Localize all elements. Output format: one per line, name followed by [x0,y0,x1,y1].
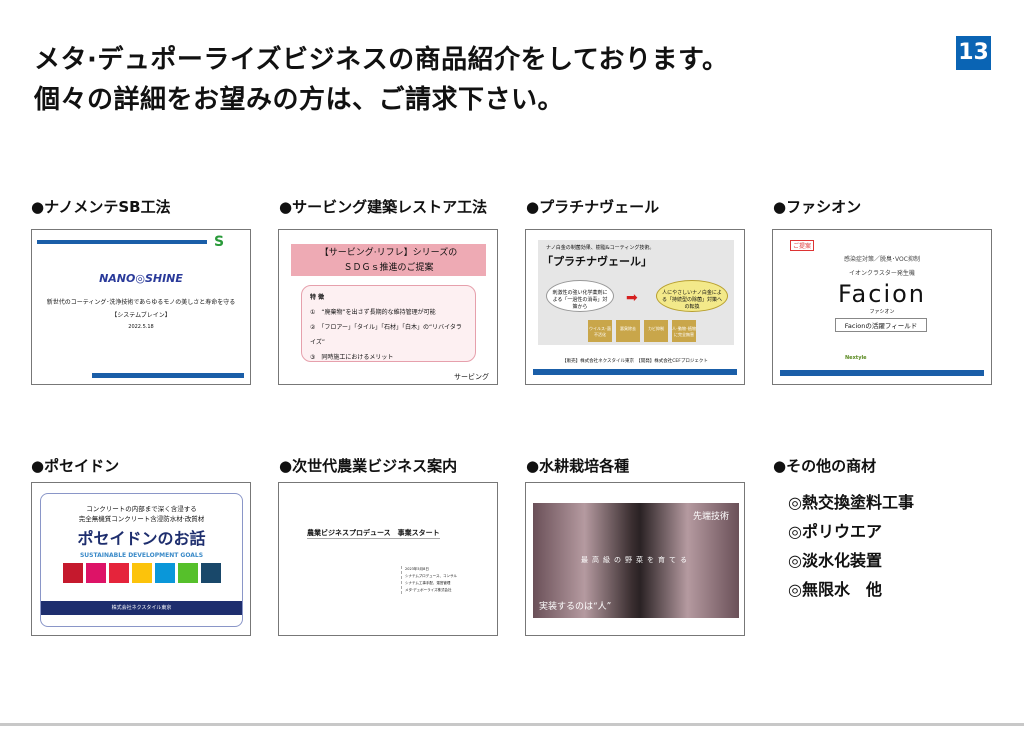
sdg-goal-icon [131,563,152,583]
thumbnail-hydroponic[interactable]: 先端技術 最高級の野菜を育てる 実装するのは“人” [525,482,745,636]
sdg-goal-icon [154,563,175,583]
label-hydroponic: ●水耕栽培各種 [526,457,630,475]
label-platinum: ●プラチナヴェール [526,198,660,216]
thumbnail-nanomente[interactable]: S NANO◎SHINE 新世代のコーティング･洗浄技術であらゆるモノの美しさと… [31,229,251,385]
sdg-goal-icon [177,563,198,583]
label-facion: ●ファシオン [773,198,862,216]
thumbnail-facion[interactable]: ご提案 感染症対策／脱臭･VOC抑制 イオンクラスター発生機 Facion ファ… [772,229,992,385]
other-products-list: ◎熱交換塗料工事 ◎ポリウエア ◎淡水化装置 ◎無限水 他 [788,493,914,599]
footer-divider [0,723,1024,726]
label-serving: ●サービング建築レストア工法 [279,198,488,216]
arrow-right-icon: ➡ [626,290,638,306]
page-title: メタ·デュポーライズビジネスの商品紹介をしております。 個々の詳細をお望みの方は… [34,45,729,115]
hydroponic-photo: 先端技術 最高級の野菜を育てる 実装するのは“人” [533,503,739,618]
label-agri: ●次世代農業ビジネス案内 [279,457,458,475]
sdg-goal-icon [62,563,83,583]
sdg-goal-icon [85,563,106,583]
thumbnail-poseidon[interactable]: コンクリートの内部まで深く含浸する 完全無機質コンクリート含浸防水材·改質材 ポ… [31,482,251,636]
page-number: 13 [956,36,991,70]
label-others: ●その他の商材 [773,457,877,475]
sdg-goal-icon [200,563,221,583]
thumbnail-serving[interactable]: 【サービング·リフレ】シリーズの ＳＤＧｓ推進のご提案 特 徴 ① “廃棄物”を… [278,229,498,385]
thumbnail-platinum[interactable]: ナノ白金の制菌効果、樹脂&コーティング技術。 「プラチナヴェール」 刺激性の強い… [525,229,745,385]
label-nanomente: ●ナノメンテSB工法 [31,198,171,216]
sdg-goal-icon [108,563,129,583]
logo-icon: S [214,234,225,250]
thumbnail-agri[interactable]: 農業ビジネスプロデュース 事業スタート 2023年5月8日 シナテムプロデュース… [278,482,498,636]
label-poseidon: ●ポセイドン [31,457,120,475]
